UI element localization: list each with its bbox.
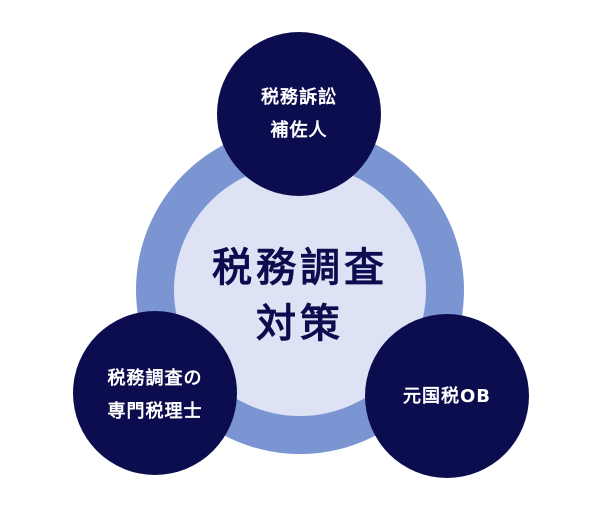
- node-bottom-left: 税務調査の 専門税理士: [73, 311, 237, 475]
- center-title-line1: 税務調査: [212, 245, 388, 291]
- node-top: 税務訴訟 補佐人: [217, 32, 381, 196]
- node-bottom-left-line2: 専門税理士: [108, 400, 203, 422]
- node-top-line1: 税務訴訟: [261, 86, 337, 108]
- node-bottom-right: 元国税OB: [365, 314, 529, 478]
- inner-disc: [174, 164, 426, 416]
- node-bottom-right-circle: [365, 314, 529, 478]
- node-top-line2: 補佐人: [270, 119, 328, 141]
- center-title-line2: 対策: [256, 301, 344, 347]
- node-bottom-left-circle: [73, 311, 237, 475]
- node-bottom-right-line1: 元国税OB: [403, 385, 491, 407]
- node-bottom-left-line1: 税務調査の: [108, 367, 203, 389]
- node-top-circle: [217, 32, 381, 196]
